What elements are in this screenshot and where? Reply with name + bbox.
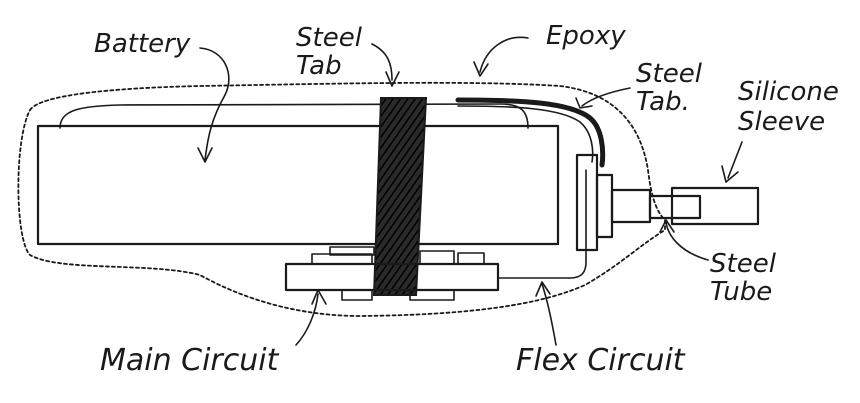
main-circuit-chip-5 xyxy=(341,289,373,301)
label-silicone-1: Silicone xyxy=(738,77,839,107)
steel-tab-vertical xyxy=(372,97,428,296)
end-cap-block-3 xyxy=(610,188,652,224)
main-circuit-chip-2 xyxy=(329,246,375,256)
epoxy-shell xyxy=(17,81,666,317)
label-main-circuit: Main Circuit xyxy=(100,343,280,378)
main-circuit-chip-1 xyxy=(311,253,373,265)
label-steel-tab-right-1: Steel xyxy=(636,59,703,89)
main-circuit-chip-4 xyxy=(457,252,485,265)
steel-tube xyxy=(648,194,702,220)
end-cap-block-2 xyxy=(595,173,614,239)
label-steel-tab-top-2: Tab xyxy=(296,51,342,81)
label-silicone-2: Sleeve xyxy=(738,107,825,137)
label-steel-tab-right-2: Tab. xyxy=(636,87,690,117)
main-circuit-chip-6 xyxy=(409,289,455,301)
main-circuit-chip-3 xyxy=(419,250,455,265)
battery xyxy=(36,124,560,246)
silicone-sleeve xyxy=(670,186,760,226)
label-flex-circuit: Flex Circuit xyxy=(516,343,686,378)
battery-cell-top xyxy=(59,103,529,129)
steel-tab-right xyxy=(455,97,606,168)
main-circuit-board xyxy=(284,262,500,292)
label-steel-tube-1: Steel xyxy=(710,249,777,279)
label-battery: Battery xyxy=(94,29,191,59)
steel-tab-right-inner xyxy=(457,105,594,163)
flex-circuit xyxy=(497,169,587,279)
label-epoxy: Epoxy xyxy=(546,21,626,51)
label-steel-tube-2: Tube xyxy=(710,277,772,307)
label-steel-tab-top-1: Steel xyxy=(296,23,363,53)
leader-lines xyxy=(197,36,743,346)
end-cap-block-1 xyxy=(575,153,599,252)
